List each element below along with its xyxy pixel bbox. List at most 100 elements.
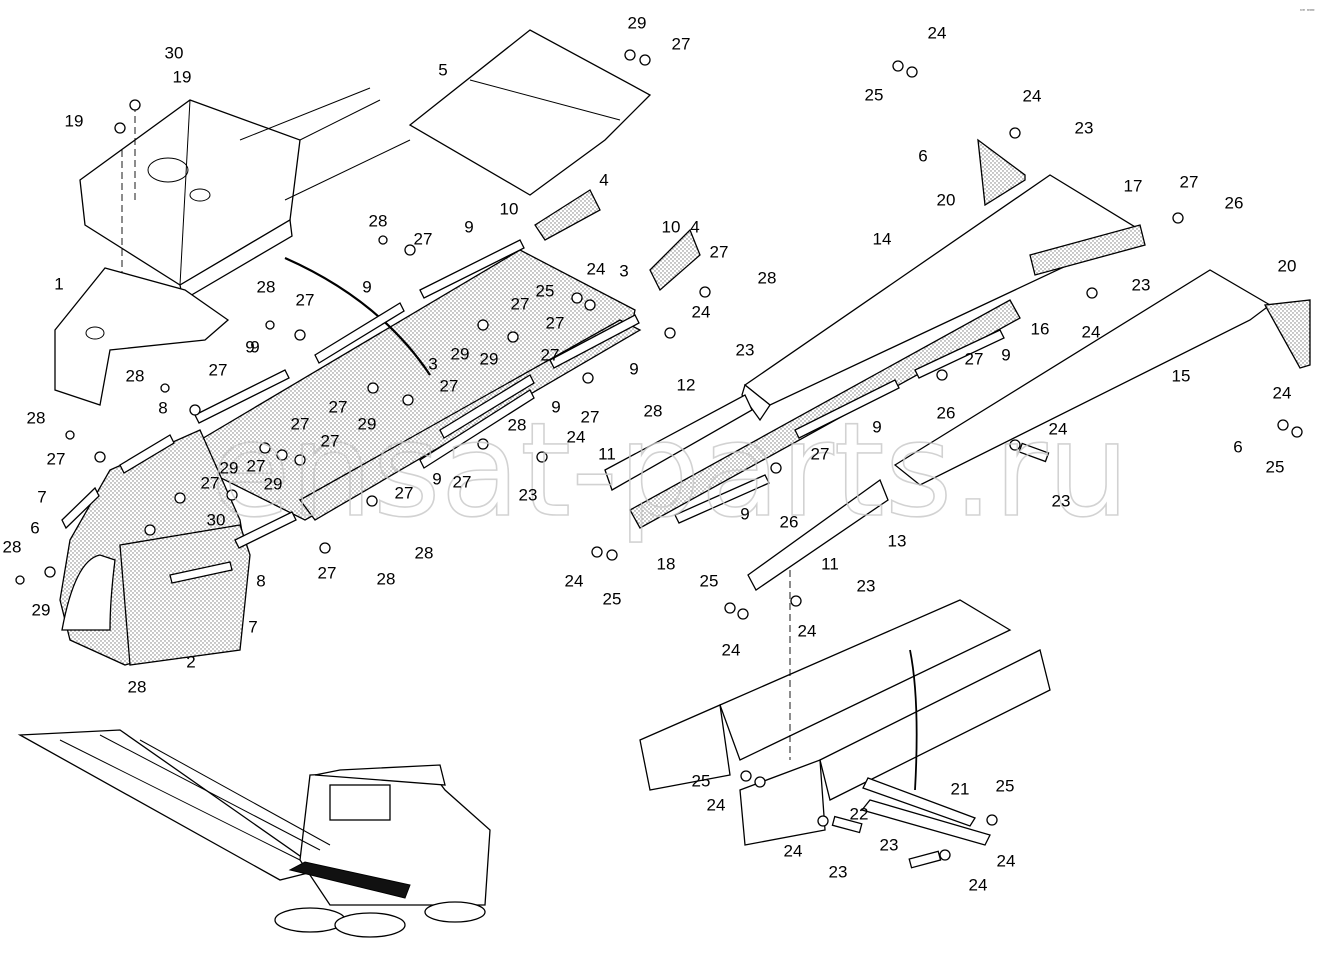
machine-lower-frame [639, 570, 1051, 846]
callout-8: 8 [256, 571, 265, 590]
callout-29: 29 [628, 13, 647, 32]
callout-9: 9 [872, 417, 881, 436]
belt-curve [284, 256, 431, 376]
callout-21: 21 [951, 779, 970, 798]
callout-19: 19 [173, 67, 192, 86]
watermark-text: ensat-parts.ru [210, 394, 1129, 546]
callout-labels: 1 2 3 3 4 4 5 6 6 6 7 7 8 8 9 9 9 9 9 9 … [3, 13, 1297, 894]
callout-27: 28 [128, 677, 147, 696]
callout-27: 27 [47, 449, 66, 468]
callout-1: 1 [54, 274, 63, 293]
callout-9: 9 [362, 277, 371, 296]
callout-29: 29 [480, 349, 499, 368]
machine-overview-inset [17, 729, 491, 938]
callout-27: 27 [318, 563, 337, 582]
callout-29: 29 [220, 458, 239, 477]
hardware-fasteners [15, 49, 1303, 869]
strip-parts [61, 239, 640, 584]
callout-20: 20 [1278, 256, 1297, 275]
callout-23: 23 [829, 862, 848, 881]
callout-23: 23 [880, 835, 899, 854]
part-5-cover-plate [408, 29, 652, 196]
callout-17: 17 [1124, 176, 1143, 195]
callout-24: 24 [1273, 383, 1292, 402]
callout-9: 9 [432, 469, 441, 488]
callout-28: 28 [377, 569, 396, 588]
callout-11: 11 [821, 554, 839, 573]
callout-27: 27 [965, 349, 984, 368]
callout-27: 27 [453, 472, 472, 491]
callout-7: 7 [248, 617, 257, 636]
callout-25: 25 [996, 776, 1015, 795]
part-4-mesh-panel-a [534, 189, 601, 241]
part-13-channel [747, 478, 889, 591]
callout-27: 27 [247, 456, 266, 475]
corner-mark: ▫◦ ▫▫▫ [1300, 7, 1314, 14]
callout-26: 26 [937, 403, 956, 422]
callout-18: 18 [657, 554, 676, 573]
callout-27: 27 [541, 345, 560, 364]
callout-27: 27 [201, 473, 220, 492]
callout-20: 20 [937, 190, 956, 209]
callout-3: 3 [428, 354, 437, 373]
callout-27: 27 [414, 229, 433, 248]
callout-24: 24 [707, 795, 726, 814]
mesh-strips-right [629, 224, 1146, 529]
callout-27: 27 [1180, 172, 1199, 191]
machine-frame-top [79, 87, 411, 330]
callout-28: 28 [415, 543, 434, 562]
callout-13: 13 [888, 531, 907, 550]
callout-29: 29 [358, 414, 377, 433]
callout-8: 8 [158, 398, 167, 417]
callout-25: 25 [1266, 457, 1285, 476]
part-15-side-rail [893, 269, 1272, 486]
callout-9: 9 [1001, 345, 1010, 364]
callout-14: 14 [873, 229, 892, 248]
part-12-plate [604, 394, 753, 491]
callout-26: 26 [1225, 193, 1244, 212]
callout-23: 23 [1132, 275, 1151, 294]
callout-27: 27 [511, 294, 530, 313]
callout-10: 10 [662, 217, 681, 236]
callout-27: 27 [440, 376, 459, 395]
callout-28: 28 [27, 408, 46, 427]
callout-4: 4 [690, 217, 699, 236]
callout-23: 23 [1075, 118, 1094, 137]
callout-16: 16 [1031, 319, 1050, 338]
callout-28: 28 [257, 277, 276, 296]
callout-7: 7 [37, 487, 46, 506]
callout-27: 27 [321, 431, 340, 450]
callout-4: 4 [599, 170, 608, 189]
part-1-guard-plate [54, 267, 230, 406]
callout-27: 27 [581, 407, 600, 426]
callout-12: 12 [677, 375, 696, 394]
callout-28: 28 [126, 366, 145, 385]
callout-6: 6 [918, 146, 927, 165]
callout-10: 10 [500, 199, 519, 218]
callout-28: 28 [508, 415, 527, 434]
callout-25: 25 [865, 85, 884, 104]
callout-15: 15 [1172, 366, 1191, 385]
part-20-mesh-right [1263, 299, 1311, 369]
part-4-mesh-panel-b [649, 228, 701, 292]
callout-24: 24 [587, 259, 606, 278]
callout-23: 23 [1052, 491, 1071, 510]
callout-19: 19 [65, 111, 84, 130]
callout-9: 9 [250, 337, 259, 356]
callout-27: 27 [395, 483, 414, 502]
callout-27: 27 [296, 290, 315, 309]
callout-24: 24 [1049, 419, 1068, 438]
callout-2: 2 [186, 652, 195, 671]
callout-27: 27 [329, 397, 348, 416]
callout-27: 27 [209, 360, 228, 379]
callout-27: 27 [710, 242, 729, 261]
callout-27: 27 [546, 313, 565, 332]
callout-23: 23 [736, 340, 755, 359]
callout-24: 24 [928, 23, 947, 42]
callout-28: 28 [3, 537, 22, 556]
callout-23: 23 [857, 576, 876, 595]
callout-6: 6 [30, 518, 39, 537]
part-20-mesh-left [977, 138, 1026, 207]
